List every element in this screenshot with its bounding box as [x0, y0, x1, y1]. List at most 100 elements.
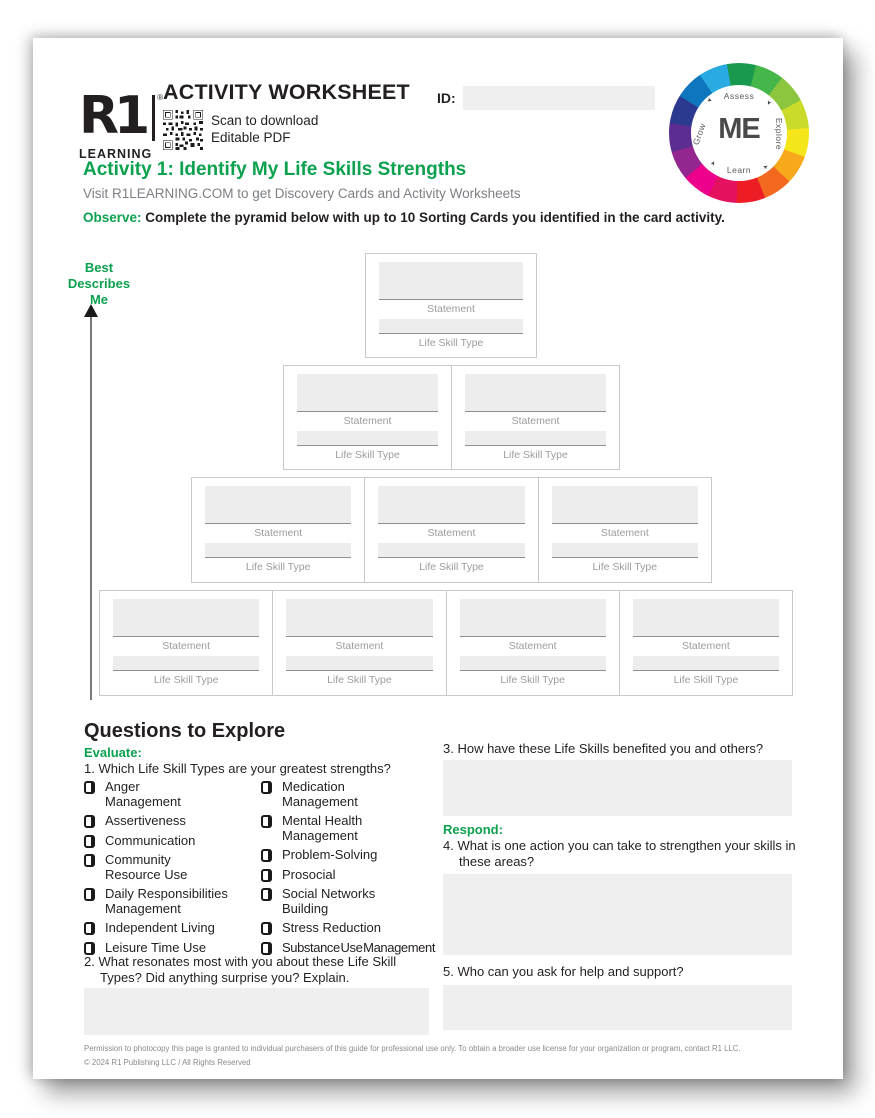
- checkbox-icon[interactable]: [84, 815, 95, 828]
- life-skill-type-label: Life Skill Type: [335, 449, 400, 461]
- checkbox-icon[interactable]: [261, 781, 272, 794]
- pyramid-card-slot[interactable]: Statement Life Skill Type: [537, 477, 712, 583]
- life-skill-type-write-area[interactable]: [378, 543, 525, 558]
- life-skill-type-write-area[interactable]: [297, 431, 438, 446]
- observe-label: Observe:: [83, 210, 142, 225]
- evaluate-label: Evaluate:: [84, 745, 142, 760]
- life-skill-type-label: Life Skill Type: [327, 674, 392, 686]
- life-skill-type-label: Life Skill Type: [503, 449, 568, 461]
- logo-divider-bar: [152, 95, 156, 141]
- life-skill-type-write-area[interactable]: [113, 656, 260, 671]
- answer-area-q5[interactable]: [443, 985, 792, 1030]
- checkbox-icon[interactable]: [84, 888, 95, 901]
- checkbox-icon[interactable]: [261, 815, 272, 828]
- checkbox-icon[interactable]: [84, 941, 95, 955]
- respond-label: Respond:: [443, 822, 503, 837]
- checkbox-icon[interactable]: [261, 868, 272, 882]
- life-skill-type-label: Life Skill Type: [592, 561, 658, 573]
- statement-write-area[interactable]: [632, 599, 779, 637]
- checkbox-item-community-resource-use[interactable]: Community Resource Use: [84, 852, 256, 882]
- checkbox-item-assertiveness[interactable]: Assertiveness: [84, 813, 256, 829]
- checkbox-item-communication[interactable]: Communication: [84, 833, 256, 849]
- life-skill-type-write-area[interactable]: [286, 656, 433, 671]
- pyramid-card-slot[interactable]: Statement Life Skill Type: [365, 253, 537, 358]
- checkbox-item-substance-use-management[interactable]: Substance Use Management: [261, 940, 451, 956]
- life-skill-type-write-area[interactable]: [379, 319, 523, 334]
- pyramid-card-slot[interactable]: Statement Life Skill Type: [99, 590, 274, 696]
- statement-write-area[interactable]: [378, 486, 525, 524]
- id-label: ID:: [437, 90, 456, 106]
- life-skill-type-write-area[interactable]: [551, 543, 698, 558]
- wheel-label-learn: Learn: [726, 165, 752, 175]
- checkbox-icon[interactable]: [261, 922, 272, 935]
- checkbox-item-daily-responsibilities-management[interactable]: Daily Responsibilities Management: [84, 886, 256, 916]
- checkbox-item-problem-solving[interactable]: Problem-Solving: [261, 847, 451, 863]
- checkbox-icon[interactable]: [84, 854, 95, 867]
- questions-heading: Questions to Explore: [84, 720, 286, 742]
- pyramid-card-slot[interactable]: Statement Life Skill Type: [191, 477, 366, 583]
- life-skill-type-label: Life Skill Type: [419, 561, 484, 573]
- statement-write-area[interactable]: [205, 486, 352, 524]
- life-skill-type-write-area[interactable]: [632, 656, 779, 671]
- statement-write-area[interactable]: [113, 599, 260, 637]
- answer-area-q2[interactable]: [84, 988, 429, 1035]
- checkbox-icon[interactable]: [261, 888, 272, 901]
- question-5: 5. Who can you ask for help and support?: [443, 964, 684, 979]
- checkbox-column-2: Medication Management Mental Health Mana…: [261, 779, 451, 960]
- statement-write-area[interactable]: [297, 374, 438, 412]
- qr-code-icon: [163, 110, 203, 150]
- wheel-label-assess: Assess: [723, 91, 755, 101]
- checkbox-icon[interactable]: [261, 849, 272, 862]
- statement-write-area[interactable]: [465, 374, 606, 412]
- life-skill-type-write-area[interactable]: [465, 431, 606, 446]
- checkbox-item-leisure-time-use[interactable]: Leisure Time Use: [84, 940, 256, 956]
- checkbox-icon[interactable]: [261, 941, 272, 955]
- checkbox-icon[interactable]: [84, 781, 95, 794]
- life-skill-type-label: Life Skill Type: [500, 674, 565, 686]
- id-row: ID:: [437, 86, 655, 110]
- pyramid-row-1: Statement Life Skill Type: [365, 253, 537, 358]
- pyramid-card-slot[interactable]: Statement Life Skill Type: [272, 590, 447, 696]
- question-2: 2. What resonates most with you about th…: [84, 954, 397, 985]
- statement-label: Statement: [162, 640, 211, 652]
- pyramid-row-4: Statement Life Skill Type Statement Life…: [99, 590, 793, 696]
- wheel-arrow-icon: ➤: [705, 97, 713, 105]
- answer-area-q3[interactable]: [443, 760, 792, 816]
- statement-label: Statement: [254, 527, 303, 539]
- footer-permission-text: Permission to photocopy this page is gra…: [84, 1044, 741, 1054]
- checkbox-item-medication-management[interactable]: Medication Management: [261, 779, 451, 809]
- checkbox-item-anger-management[interactable]: Anger Management: [84, 779, 256, 809]
- life-skill-type-write-area[interactable]: [459, 656, 606, 671]
- checkbox-item-prosocial[interactable]: Prosocial: [261, 867, 451, 883]
- best-describes-me-label: Best Describes Me: [67, 260, 131, 307]
- checkbox-item-independent-living[interactable]: Independent Living: [84, 920, 256, 936]
- pyramid-card-slot[interactable]: Statement Life Skill Type: [451, 365, 620, 470]
- question-3: 3. How have these Life Skills benefited …: [443, 741, 764, 756]
- checkbox-icon[interactable]: [84, 834, 95, 848]
- checkbox-item-stress-reduction[interactable]: Stress Reduction: [261, 920, 451, 936]
- pyramid-card-slot[interactable]: Statement Life Skill Type: [445, 590, 620, 696]
- answer-area-q4[interactable]: [443, 874, 792, 955]
- id-input[interactable]: [462, 86, 655, 110]
- pyramid-card-slot[interactable]: Statement Life Skill Type: [283, 365, 452, 470]
- statement-write-area[interactable]: [551, 486, 698, 524]
- checkbox-icon[interactable]: [84, 922, 95, 935]
- qr-caption: Scan to download Editable PDF: [211, 110, 318, 146]
- statement-write-area[interactable]: [379, 262, 523, 300]
- me-wheel-inner: Assess Explore Learn Grow ➤ ➤ ➤ ➤ ME: [691, 85, 787, 181]
- statement-label: Statement: [508, 640, 557, 652]
- checkbox-item-social-networks-building[interactable]: Social Networks Building: [261, 886, 451, 916]
- statement-write-area[interactable]: [459, 599, 606, 637]
- pyramid-card-slot[interactable]: Statement Life Skill Type: [618, 590, 793, 696]
- observe-instruction: Observe: Complete the pyramid below with…: [83, 210, 725, 225]
- checkbox-item-mental-health-management[interactable]: Mental Health Management: [261, 813, 451, 843]
- life-skill-type-label: Life Skill Type: [418, 337, 484, 349]
- statement-write-area[interactable]: [286, 599, 433, 637]
- pyramid-card-slot[interactable]: Statement Life Skill Type: [364, 477, 539, 583]
- life-skill-type-label: Life Skill Type: [245, 561, 311, 573]
- pyramid-row-3: Statement Life Skill Type Statement Life…: [191, 477, 712, 583]
- r1-learning-logo: R1 ® LEARNING: [79, 90, 169, 161]
- life-skill-type-write-area[interactable]: [205, 543, 352, 558]
- qr-caption-line1: Scan to download: [211, 113, 319, 128]
